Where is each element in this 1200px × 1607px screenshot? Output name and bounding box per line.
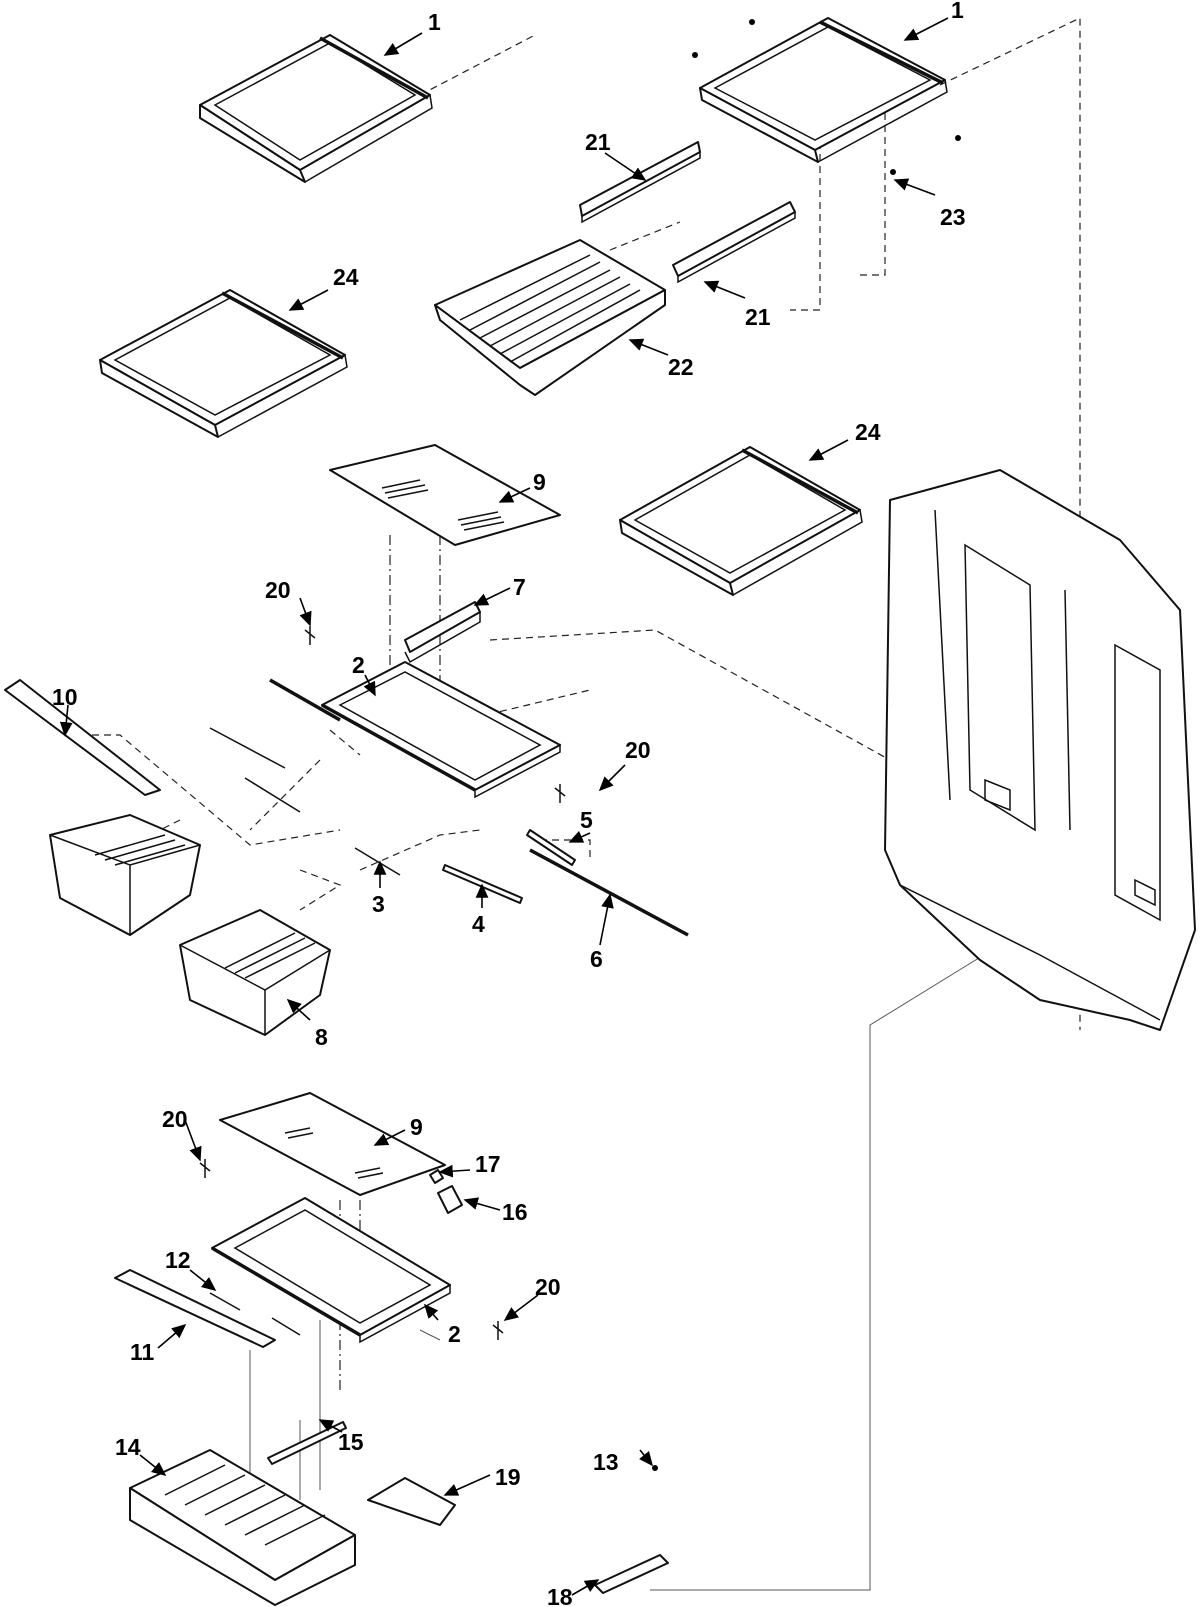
callout-2-upper: 2 (352, 652, 365, 678)
part-16-clip (437, 1185, 463, 1214)
callout-22: 22 (668, 354, 694, 380)
part-13-screw (652, 1465, 658, 1471)
callout-20-b: 20 (625, 737, 651, 763)
shelf-1-top-right (692, 17, 961, 175)
part-15-bracket (267, 1421, 347, 1465)
callout-3: 3 (372, 891, 385, 917)
callout-15: 15 (338, 1429, 364, 1455)
callout-20-a: 20 (265, 577, 291, 603)
fastener-20-a (304, 626, 316, 645)
crisper-frame-2-lower (211, 1197, 451, 1344)
callout-5: 5 (580, 807, 593, 833)
pan-drawer-14 (129, 1449, 356, 1606)
callout-19: 19 (495, 1464, 521, 1490)
callout-16: 16 (502, 1199, 528, 1225)
callout-4: 4 (472, 911, 485, 937)
callout-2-lower: 2 (448, 1321, 461, 1347)
callout-24-left: 24 (333, 264, 359, 290)
rail-21-lower (672, 201, 796, 284)
part-6-strip (529, 848, 689, 937)
callout-21-lower: 21 (745, 304, 771, 330)
part-12-bracket (209, 1292, 301, 1336)
part-5-strip (526, 829, 576, 866)
part-18-bracket (594, 1554, 669, 1594)
glass-panel-9-upper (329, 444, 561, 546)
glass-panel-9-lower (219, 1092, 446, 1196)
callout-9-lower: 9 (410, 1114, 423, 1140)
crisper-frame-2-upper (209, 661, 561, 813)
part-10-strip (4, 679, 161, 796)
callout-6: 6 (590, 946, 603, 972)
shelf-24-left (99, 289, 348, 438)
callout-10: 10 (52, 684, 78, 710)
part-7-bracket (404, 601, 481, 664)
crisper-drawer-8 (179, 909, 331, 1036)
part-11-strip (114, 1269, 276, 1348)
callout-8: 8 (315, 1024, 328, 1050)
callout-20-c: 20 (162, 1106, 188, 1132)
callout-23: 23 (940, 204, 966, 230)
callout-1-left: 1 (428, 9, 441, 35)
fastener-20-d (492, 1321, 504, 1340)
callout-17: 17 (475, 1151, 501, 1177)
shelf-24-right (619, 446, 863, 596)
callout-12: 12 (165, 1247, 191, 1273)
callouts: 1 1 21 23 24 21 22 24 9 7 20 2 10 20 5 3 (52, 0, 966, 1607)
callout-13: 13 (593, 1449, 619, 1475)
wire-basket-22 (434, 239, 666, 396)
part-3-strip (354, 847, 401, 876)
cabinet-liner (884, 469, 1196, 1031)
crisper-drawer-10-area (49, 814, 201, 936)
callout-21-upper: 21 (585, 129, 611, 155)
callout-24-right: 24 (855, 419, 881, 445)
shelf-1-top-left (199, 34, 433, 183)
callout-11: 11 (130, 1339, 155, 1365)
callout-7: 7 (513, 574, 526, 600)
callout-20-d: 20 (535, 1274, 561, 1300)
fastener-20-b (554, 784, 566, 803)
callout-9-upper: 9 (533, 469, 546, 495)
callout-1-right: 1 (951, 0, 964, 23)
callout-14: 14 (115, 1434, 141, 1460)
callout-18: 18 (547, 1584, 573, 1607)
fastener-20-c (199, 1159, 211, 1178)
part-19-bracket (367, 1477, 456, 1526)
